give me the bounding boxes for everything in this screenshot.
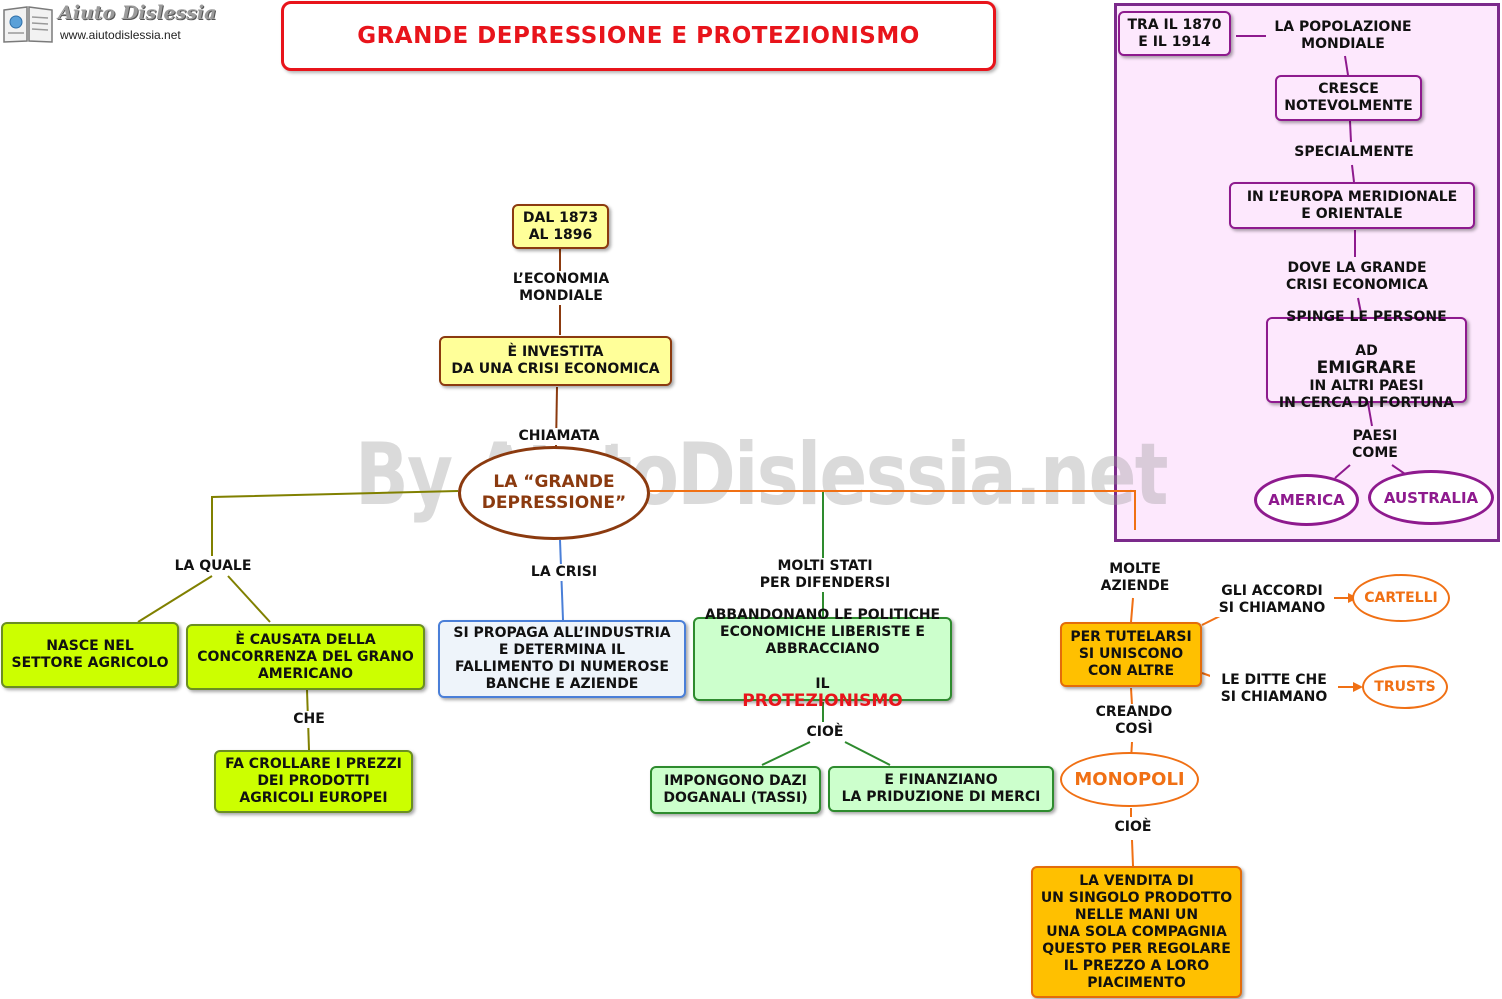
- node-spinge: SPINGE LE PERSONE AD EMIGRARE IN ALTRI P…: [1266, 309, 1467, 411]
- label-cioe-green: CIOÈ: [799, 724, 851, 741]
- title-box: GRANDE DEPRESSIONE E PROTEZIONISMO: [281, 1, 996, 71]
- node-australia: AUSTRALIA: [1368, 470, 1494, 525]
- node-vendita: LA VENDITA DI UN SINGOLO PRODOTTO NELLE …: [1031, 866, 1242, 998]
- label-la-quale: LA QUALE: [166, 558, 260, 575]
- label-specialmente: SPECIALMENTE: [1282, 144, 1426, 161]
- page-title: GRANDE DEPRESSIONE E PROTEZIONISMO: [357, 23, 920, 49]
- node-dazi: IMPONGONO DAZI DOGANALI (TASSI): [650, 766, 821, 814]
- node-tra: TRA IL 1870 E IL 1914: [1118, 11, 1231, 56]
- node-abbandonano-il: IL: [815, 676, 830, 692]
- node-europa: IN L’EUROPA MERIDIONALE E ORIENTALE: [1229, 182, 1475, 229]
- label-cioe-orange: CIOÈ: [1106, 819, 1160, 836]
- node-grande-depressione: LA “GRANDE DEPRESSIONE”: [458, 446, 650, 540]
- node-america: AMERICA: [1254, 474, 1359, 526]
- label-che: CHE: [285, 711, 333, 728]
- node-abbandonano: ABBANDONANO LE POLITICHE ECONOMICHE LIBE…: [693, 607, 952, 710]
- label-accordi: GLI ACCORDI SI CHIAMANO: [1210, 583, 1334, 617]
- node-abbandonano-key: IL PROTEZIONISMO: [742, 659, 902, 711]
- label-popolazione: LA POPOLAZIONE MONDIALE: [1266, 19, 1420, 53]
- node-cresce: CRESCE NOTEVOLMENTE: [1275, 75, 1422, 121]
- label-dove: DOVE LA GRANDE CRISI ECONOMICA: [1276, 260, 1438, 294]
- label-la-crisi: LA CRISI: [518, 564, 610, 581]
- keyword-emigrare: EMIGRARE: [1316, 357, 1417, 378]
- label-molte-aziende: MOLTE AZIENDE: [1088, 561, 1182, 595]
- node-causata: È CAUSATA DELLA CONCORRENZA DEL GRANO AM…: [186, 624, 425, 690]
- node-crollare: FA CROLLARE I PREZZI DEI PRODOTTI AGRICO…: [214, 750, 413, 813]
- label-chiamata: CHIAMATA: [507, 428, 611, 445]
- node-propaga: SI PROPAGA ALL’INDUSTRIA E DETERMINA IL …: [438, 620, 686, 698]
- label-economia: L’ECONOMIA MONDIALE: [504, 271, 618, 305]
- keyword-protezionismo: PROTEZIONISMO: [742, 691, 903, 711]
- node-spinge-line1: SPINGE LE PERSONE: [1286, 308, 1447, 325]
- node-monopoli: MONOPOLI: [1060, 752, 1199, 807]
- logo-name: Aiuto Dislessia: [58, 2, 217, 24]
- logo: Aiuto Dislessia www.aiutodislessia.net: [2, 2, 216, 46]
- node-dates: DAL 1873 AL 1896: [512, 204, 609, 249]
- node-spinge-line2: AD EMIGRARE: [1317, 326, 1417, 378]
- label-paesi: PAESI COME: [1340, 428, 1410, 462]
- label-creando: CREANDO COSÌ: [1082, 704, 1186, 738]
- node-spinge-ad: AD: [1355, 342, 1378, 359]
- book-icon: [2, 4, 54, 44]
- node-investita: È INVESTITA DA UNA CRISI ECONOMICA: [439, 336, 672, 386]
- node-tutelarsi: PER TUTELARSI SI UNISCONO CON ALTRE: [1060, 622, 1202, 687]
- label-molti-stati: MOLTI STATI PER DIFENDERSI: [748, 558, 902, 592]
- node-finanziano: E FINANZIANO LA PRIDUZIONE DI MERCI: [828, 766, 1054, 812]
- node-nasce: NASCE NEL SETTORE AGRICOLO: [1, 622, 179, 688]
- node-cartelli: CARTELLI: [1352, 574, 1450, 622]
- node-trusts: TRUSTS: [1362, 665, 1448, 709]
- logo-url: www.aiutodislessia.net: [60, 28, 181, 42]
- node-abbandonano-text: ABBANDONANO LE POLITICHE ECONOMICHE LIBE…: [704, 607, 941, 657]
- node-spinge-line3: IN ALTRI PAESI IN CERCA DI FORTUNA: [1278, 377, 1455, 411]
- label-ditte: LE DITTE CHE SI CHIAMANO: [1210, 672, 1338, 706]
